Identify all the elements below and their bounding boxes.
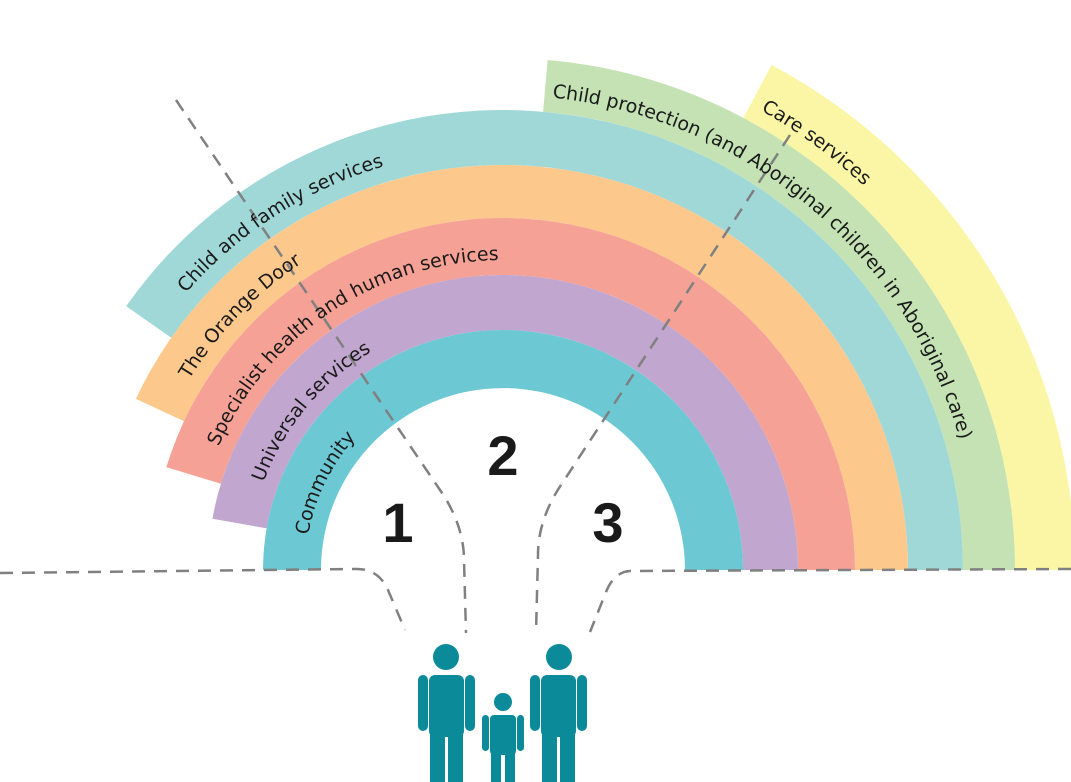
band-child-and-family-services: [126, 109, 963, 571]
band-child-protection: [543, 59, 1015, 570]
child-icon: [482, 693, 524, 782]
pathway-numbers: 1 2 3: [382, 424, 623, 554]
band-care-services: [743, 64, 1071, 570]
band-community: [263, 330, 743, 570]
pathway-number-2: 2: [487, 424, 518, 487]
band-specialist-health-and-human-services: [166, 218, 855, 571]
family-icon: [418, 644, 587, 782]
ground-line-right: [588, 567, 1071, 633]
pathway-lines: [0, 99, 1071, 634]
pathway-line-right: [534, 134, 792, 634]
band-the-orange-door: [135, 165, 908, 571]
adult-right-icon: [530, 644, 587, 782]
ground-line-left: [0, 567, 407, 631]
pathway-line-left: [174, 99, 468, 634]
pathway-number-1: 1: [382, 491, 413, 554]
pathway-number-3: 3: [592, 491, 623, 554]
adult-left-icon: [418, 644, 475, 782]
